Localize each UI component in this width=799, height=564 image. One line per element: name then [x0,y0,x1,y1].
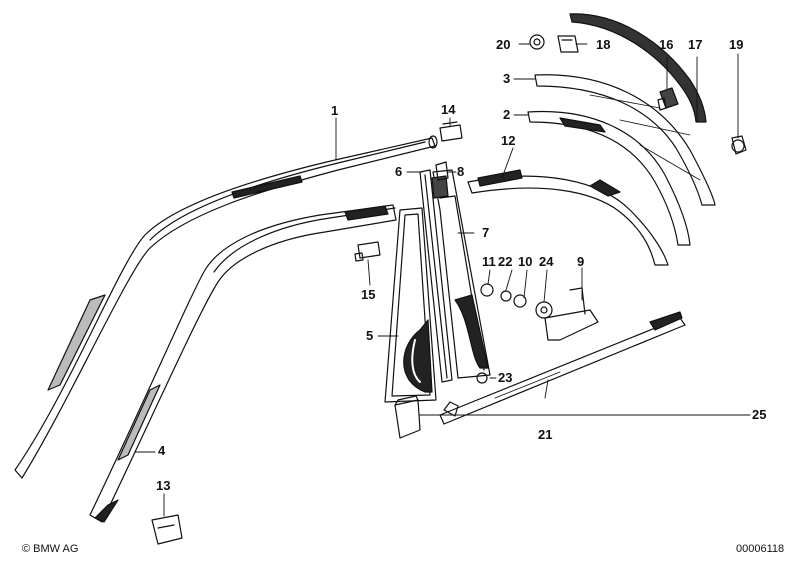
part-8-cap [435,161,449,181]
part-number-7: 7 [482,225,490,240]
part-15-bracket [354,241,381,262]
copyright-notice: © BMW AG [22,543,79,555]
part-number-1: 1 [331,103,339,118]
drawing-id: 00006118 [736,543,785,555]
part-number-8: 8 [457,164,465,179]
part-24-nut [535,301,553,319]
part-1-drip-moulding [14,135,438,479]
part-13-clip [151,514,183,545]
part-21-sill-moulding [439,311,686,425]
part-25-end-cap [394,395,421,439]
part-number-13: 13 [156,478,171,493]
part-number-2: 2 [503,107,511,122]
part-19-screw [731,135,747,155]
part-18-nut [557,35,579,53]
part-number-11: 11 [482,254,496,269]
leader-lines [134,43,751,517]
part-3-arched-strip [534,74,716,206]
part-17-seal [569,13,707,123]
part-number-17: 17 [688,37,703,52]
part-number-9: 9 [577,254,585,269]
part-number-18: 18 [596,37,611,52]
part-number-5: 5 [366,328,374,343]
part-number-4: 4 [158,443,166,458]
part-14-clip [439,121,463,142]
part-2-arched-strip [527,110,691,246]
part-number-14: 14 [441,102,456,117]
part-23-grommet [476,372,488,384]
part-number-23: 23 [498,370,513,385]
part-16-clip [657,87,679,111]
part-number-12: 12 [501,133,516,148]
part-number-25: 25 [752,407,767,422]
part-number-21: 21 [538,427,553,442]
part-number-19: 19 [729,37,744,52]
part-20-washer [529,34,545,50]
part-number-16: 16 [659,37,674,52]
part-6-pillar-trim [419,169,453,383]
part-number-6: 6 [395,164,403,179]
part-number-3: 3 [503,71,511,86]
part-number-22: 22 [498,254,513,269]
part-5-quarter-panel [384,207,437,403]
part-22-washer [500,290,512,302]
part-12-rear-frame [467,169,669,266]
part-number-24: 24 [539,254,554,269]
part-number-10: 10 [518,254,533,269]
part-10-washer [513,294,527,308]
part-number-15: 15 [361,287,376,302]
part-11-grommet [480,283,494,297]
part-number-20: 20 [496,37,511,52]
part-4-frame-moulding [89,204,397,523]
part-9-bracket [544,287,599,341]
part-7-pillar-cover [431,169,491,379]
